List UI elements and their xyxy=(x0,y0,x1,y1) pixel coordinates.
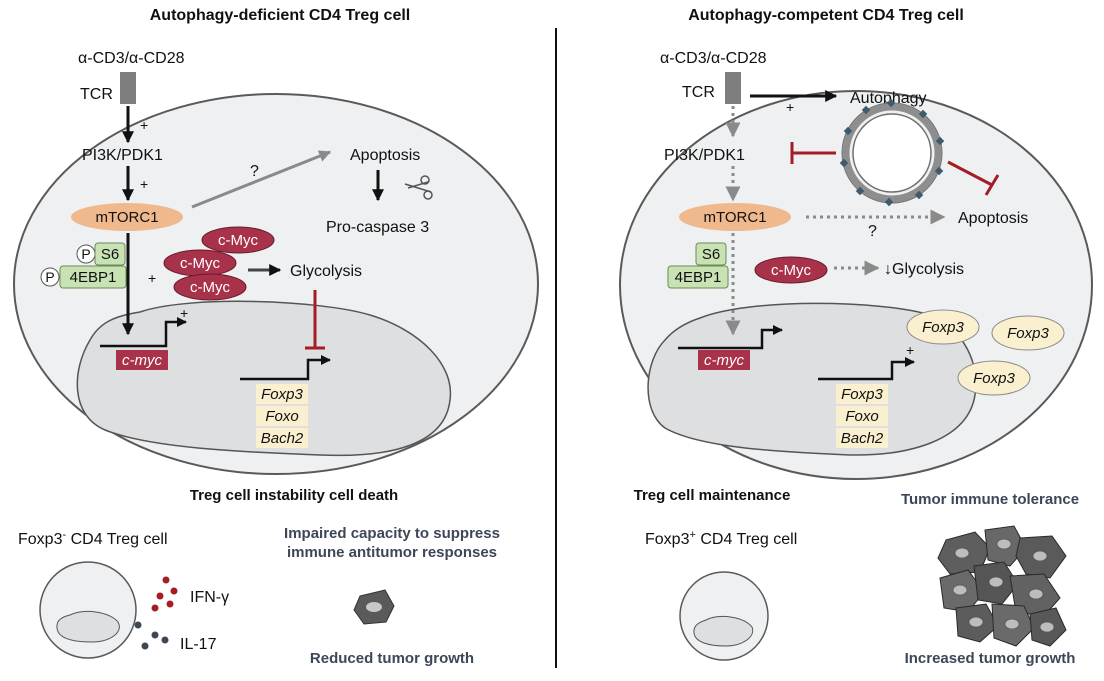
left-plus-3: + xyxy=(148,270,156,286)
right-maintenance-title: Treg cell maintenance xyxy=(634,487,791,504)
right-mtorc1-node xyxy=(679,203,791,231)
right-4ebp1-label: 4EBP1 xyxy=(675,269,722,286)
left-small-nucleus xyxy=(56,611,120,643)
right-foxp3-protein-1 xyxy=(906,309,980,345)
left-mtorc1-label: mTORC1 xyxy=(95,209,158,226)
right-nucleus xyxy=(647,302,977,456)
left-pi3k-label: PI3K/PDK1 xyxy=(82,147,163,164)
right-cmyc-gene-box xyxy=(698,350,750,370)
left-reduced-label: Reduced tumor growth xyxy=(310,650,474,667)
right-apoptosis-label: Apoptosis xyxy=(958,210,1028,227)
right-gene-box-1 xyxy=(836,384,888,404)
right-foxp3-protein-label-1: Foxp3 xyxy=(922,319,964,336)
right-autophagy-label: Autophagy xyxy=(850,90,927,107)
right-foxp3-protein-label-2: Foxp3 xyxy=(1007,325,1049,342)
left-glycolysis-label: Glycolysis xyxy=(290,263,362,280)
right-foxp3-protein-2 xyxy=(991,315,1065,351)
left-cmyc-label-2: c-Myc xyxy=(180,255,220,272)
left-plus-4: + xyxy=(180,305,188,321)
tumor-nuclei xyxy=(952,538,1055,633)
right-tcr-receptor xyxy=(725,72,741,104)
left-s6-box xyxy=(94,242,126,266)
right-title: Autophagy-competent CD4 Treg cell xyxy=(688,7,964,24)
right-plus-2: + xyxy=(906,342,914,358)
right-foxp3-protein-label-3: Foxp3 xyxy=(973,370,1015,387)
left-cmyc-protein-1 xyxy=(201,226,275,254)
left-gene-box-2 xyxy=(256,406,308,426)
right-foxp3-promoter xyxy=(818,357,915,381)
left-plus-2: + xyxy=(140,176,148,192)
left-gene-2: Foxo xyxy=(265,408,298,425)
right-mtorc1-label: mTORC1 xyxy=(703,209,766,226)
left-impaired-line1: Impaired capacity to suppress xyxy=(284,525,500,542)
right-glycolysis-label: ↓Glycolysis xyxy=(884,261,964,278)
left-tcr-receptor xyxy=(120,72,136,104)
right-foxp3-protein-3 xyxy=(957,360,1031,396)
left-gene-1: Foxp3 xyxy=(261,386,303,403)
right-gene-box-2 xyxy=(836,406,888,426)
left-cmyc-gene-box xyxy=(116,350,168,370)
left-il17-label: IL-17 xyxy=(180,636,217,653)
right-gene-3: Bach2 xyxy=(841,430,884,447)
right-plus-1: + xyxy=(786,99,794,115)
left-procaspase-label: Pro-caspase 3 xyxy=(326,219,429,236)
right-s6-box xyxy=(695,242,727,266)
right-4ebp1-box xyxy=(667,265,729,289)
right-question: ? xyxy=(868,223,877,240)
right-s6-label: S6 xyxy=(702,246,720,263)
left-s6-label: S6 xyxy=(101,246,119,263)
left-outcome-title: Treg cell instability cell death xyxy=(190,487,398,504)
right-gene-1: Foxp3 xyxy=(841,386,883,403)
right-cmyc-gene-label: c-myc xyxy=(704,352,744,369)
left-impaired-line2: immune antitumor responses xyxy=(287,544,497,561)
left-plus-1: + xyxy=(140,117,148,133)
left-arrow-mtorc1-apoptosis xyxy=(191,150,332,209)
left-cmyc-promoter xyxy=(100,317,187,348)
left-gene-3: Bach2 xyxy=(261,430,304,447)
right-pi3k-label: PI3K/PDK1 xyxy=(664,147,745,164)
scissors-icon xyxy=(404,175,433,200)
left-apoptosis-label: Apoptosis xyxy=(350,147,420,164)
left-cell-label: Foxp3- CD4 Treg cell xyxy=(18,529,168,548)
right-tolerance-label: Tumor immune tolerance xyxy=(901,491,1079,508)
right-increased-label: Increased tumor growth xyxy=(905,650,1076,667)
right-gene-2: Foxo xyxy=(845,408,878,425)
right-gene-box-3 xyxy=(836,428,888,448)
left-cmyc-protein-3 xyxy=(173,273,247,301)
left-4ebp1-label: 4EBP1 xyxy=(70,269,117,286)
left-panel: Autophagy-deficient CD4 Treg cell α-CD3/… xyxy=(13,7,539,667)
right-cell-label: Foxp3+ CD4 Treg cell xyxy=(645,529,797,548)
left-stimulus: α-CD3/α-CD28 xyxy=(78,50,185,67)
left-cmyc-gene-label: c-myc xyxy=(122,352,162,369)
left-small-cell xyxy=(39,561,137,659)
right-small-nucleus xyxy=(693,616,754,647)
left-cmyc-label-1: c-Myc xyxy=(218,232,258,249)
left-p-label-2: P xyxy=(45,269,54,285)
left-p-label-1: P xyxy=(81,246,90,262)
left-tumor-nucleus xyxy=(366,602,382,612)
right-panel: Autophagy-competent CD4 Treg cell α-CD3/… xyxy=(619,7,1093,667)
right-stimulus: α-CD3/α-CD28 xyxy=(660,50,767,67)
right-tcr-label: TCR xyxy=(682,84,715,101)
right-cmyc-label: c-Myc xyxy=(771,262,811,279)
ifn-dots xyxy=(151,576,178,612)
left-gene-box-1 xyxy=(256,384,308,404)
left-foxp3-promoter xyxy=(240,355,331,381)
right-inhibit-apoptosis-bar xyxy=(984,174,1000,196)
right-inhibit-apoptosis xyxy=(947,160,993,187)
left-title: Autophagy-deficient CD4 Treg cell xyxy=(150,7,410,24)
left-gene-box-3 xyxy=(256,428,308,448)
left-4ebp1-box xyxy=(59,265,127,289)
left-ifn-label: IFN-γ xyxy=(190,589,229,606)
left-mtorc1-node xyxy=(71,203,183,231)
left-cmyc-label-3: c-Myc xyxy=(190,279,230,296)
left-phospho-4ebp1 xyxy=(40,267,60,287)
left-question: ? xyxy=(250,163,259,180)
right-cmyc-promoter xyxy=(678,325,783,350)
left-tcr-label: TCR xyxy=(80,86,113,103)
right-cmyc-protein xyxy=(754,256,828,284)
il17-dots xyxy=(134,621,169,650)
